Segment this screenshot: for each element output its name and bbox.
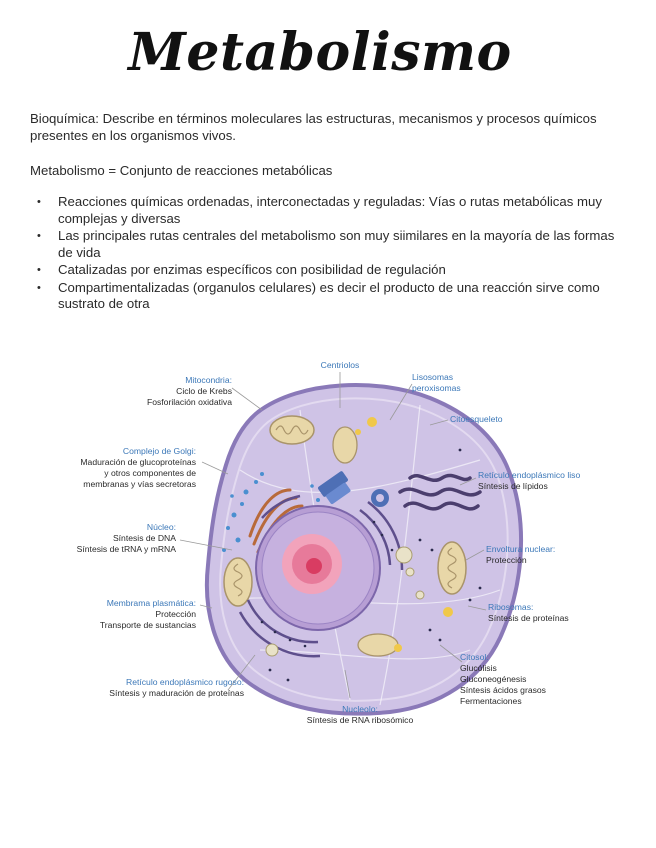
label-line: Síntesis ácidos grasos <box>460 685 546 695</box>
nucleolus <box>282 534 342 594</box>
mitochondrion <box>358 634 398 656</box>
label-title: Nucleolo: <box>342 704 378 714</box>
label-rer: Retículo endoplásmico rugoso: Síntesis y… <box>109 677 244 698</box>
label-line: Síntesis y maduración de proteínas <box>109 688 244 698</box>
label-line: Ciclo de Krebs <box>176 386 232 396</box>
label-envoltura: Envoltura nuclear: Protección <box>486 544 555 565</box>
list-item: Catalizadas por enzimas específicos con … <box>30 262 620 279</box>
list-item: Reacciones químicas ordenadas, intercone… <box>30 194 620 227</box>
label-line: Gluconeogénesis <box>460 674 526 684</box>
label-line: Síntesis de tRNA y mRNA <box>77 544 177 554</box>
label-title: Retículo endoplásmico liso <box>478 470 580 480</box>
label-line: y otros componentes de <box>104 468 196 478</box>
definition-line: Metabolismo = Conjunto de reacciones met… <box>30 162 620 179</box>
peroxisome <box>371 489 389 507</box>
bullet-list: Reacciones químicas ordenadas, intercone… <box>30 194 620 314</box>
label-title: Envoltura nuclear: <box>486 544 555 554</box>
list-item: Compartimentalizadas (organulos celulare… <box>30 280 620 313</box>
label-line: Síntesis de RNA ribosómico <box>307 715 414 725</box>
cell-diagram-svg: Mitocondria: Ciclo de Krebs Fosforilació… <box>0 350 656 750</box>
mitochondrion <box>270 416 314 444</box>
label-nucleo: Núcleo: Síntesis de DNA Síntesis de tRNA… <box>77 522 177 554</box>
label-line: Protección <box>155 609 196 619</box>
mitochondrion <box>224 558 252 606</box>
label-line: Fermentaciones <box>460 696 522 706</box>
label-title: Mitocondria: <box>185 375 232 385</box>
mitochondrion <box>438 542 466 594</box>
label-mitocondria: Mitocondria: Ciclo de Krebs Fosforilació… <box>147 375 232 407</box>
label-lisosomas: Lisosomas peroxisomas <box>412 372 461 393</box>
label-line: Síntesis de DNA <box>113 533 176 543</box>
label-rel: Retículo endoplásmico liso Síntesis de l… <box>478 470 580 491</box>
label-line: Glucólisis <box>460 663 497 673</box>
label-line: Fosforilación oxidativa <box>147 397 232 407</box>
label-membrana: Membrama plasmática: Protección Transpor… <box>100 598 196 630</box>
label-line: peroxisomas <box>412 383 461 393</box>
intro-paragraph: Bioquímica: Describe en términos molecul… <box>30 110 620 144</box>
label-title: Citosol: <box>460 652 489 662</box>
label-title: Núcleo: <box>147 522 176 532</box>
label-title: Ribosomas: <box>488 602 533 612</box>
label-line: Maduración de glucoproteínas <box>80 457 196 467</box>
label-line: membranas y vías secretoras <box>83 479 196 489</box>
list-item: Las principales rutas centrales del meta… <box>30 228 620 261</box>
label-line: Protección <box>486 555 527 565</box>
label-title: Retículo endoplásmico rugoso: <box>126 677 244 687</box>
label-golgi: Complejo de Golgi: Maduración de glucopr… <box>80 446 196 489</box>
mitochondrion <box>333 427 357 463</box>
label-citoesqueleto: Citoesqueleto <box>450 414 503 424</box>
label-line: Transporte de sustancias <box>100 620 196 630</box>
label-line: Síntesis de lípidos <box>478 481 548 491</box>
cell-diagram: Mitocondria: Ciclo de Krebs Fosforilació… <box>0 350 656 750</box>
label-citosol: Citosol: Glucólisis Gluconeogénesis Sínt… <box>460 652 546 706</box>
label-title: Membrama plasmática: <box>107 598 196 608</box>
label-title: Complejo de Golgi: <box>123 446 196 456</box>
label-ribosomas: Ribosomas: Síntesis de proteínas <box>488 602 569 623</box>
page-title: Metabolismo <box>0 22 640 83</box>
label-title: Lisosomas <box>412 372 453 382</box>
label-title: Citoesqueleto <box>450 414 503 424</box>
label-title: Centriolos <box>321 360 360 370</box>
label-line: Síntesis de proteínas <box>488 613 569 623</box>
label-centriolos: Centriolos <box>321 360 360 370</box>
